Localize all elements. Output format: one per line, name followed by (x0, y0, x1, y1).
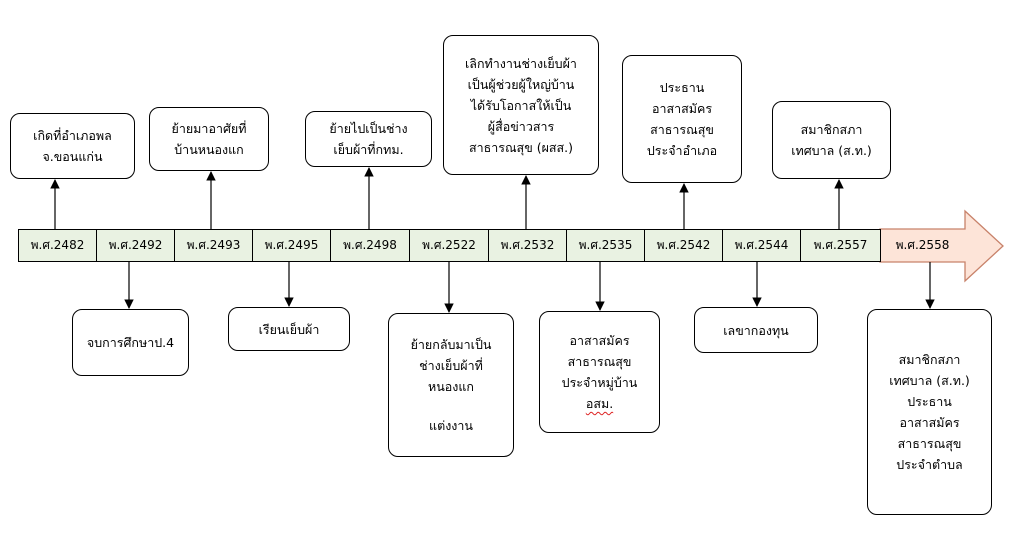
year-cell-2544: พ.ศ.2544 (722, 229, 801, 262)
event-text: อาสาสมัคร (899, 415, 960, 430)
event-text: สมาชิกสภา (800, 122, 863, 137)
event-text: เทศบาล (ส.ท.) (791, 143, 872, 158)
year-cell-2558: พ.ศ.2558 (895, 238, 950, 252)
event-box-2498: ย้ายไปเป็นช่าง เย็บผ้าที่กทม. (305, 111, 432, 167)
event-text: ย้ายมาอาศัยที่ (171, 121, 247, 136)
event-text: ประธาน (659, 80, 705, 95)
event-text: สาธารณสุข (567, 354, 632, 369)
event-text: ประจำหมู่บ้าน (561, 375, 638, 390)
event-text: ช่างเย็บผ้าที่ (419, 358, 483, 373)
event-box-2495: เรียนเย็บผ้า (228, 307, 350, 351)
event-text: ได้รับโอกาสให้เป็น (470, 97, 572, 113)
event-text: ย้ายกลับมาเป็น (410, 337, 492, 352)
event-text: หนองแก (427, 379, 475, 394)
year-cell-2557: พ.ศ.2557 (800, 229, 881, 262)
event-text: ประจำตำบล (896, 457, 963, 472)
event-text: เลิกทำงานช่างเย็บผ้า (465, 55, 577, 71)
event-box-2535: อาสาสมัคร สาธารณสุข ประจำหมู่บ้าน อสม. (539, 311, 660, 433)
event-text: อสม. (585, 396, 614, 411)
event-text: ย้ายไปเป็นช่าง (329, 121, 408, 136)
event-text: อาสาสมัคร (651, 101, 713, 116)
event-text: จ.ขอนแก่น (42, 149, 103, 164)
event-text: ประธาน (907, 394, 952, 409)
event-text: ผู้สื่อข่าวสาร (487, 118, 555, 134)
event-box-2493: ย้ายมาอาศัยที่ บ้านหนองแก (149, 107, 269, 171)
year-cell-2482: พ.ศ.2482 (18, 229, 97, 262)
event-text: สาธารณสุข (650, 122, 714, 137)
year-cell-2493: พ.ศ.2493 (174, 229, 253, 262)
event-box-2522: ย้ายกลับมาเป็น ช่างเย็บผ้าที่ หนองแก แต่… (388, 313, 514, 457)
event-box-2482: เกิดที่อำเภอพล จ.ขอนแก่น (10, 113, 135, 179)
event-box-2492: จบการศึกษาป.4 (72, 309, 189, 376)
year-cell-2532: พ.ศ.2532 (488, 229, 567, 262)
event-text: เกิดที่อำเภอพล (33, 128, 112, 143)
event-text: เย็บผ้าที่กทม. (333, 142, 404, 157)
event-text: สาธารณสุข (897, 436, 962, 451)
event-text: จบการศึกษาป.4 (86, 335, 175, 350)
year-cell-2535: พ.ศ.2535 (566, 229, 645, 262)
event-text: ประจำอำเภอ (646, 143, 718, 158)
event-text: บ้านหนองแก (174, 142, 244, 157)
event-text: เทศบาล (ส.ท.) (889, 373, 970, 388)
event-box-2544: เลขากองทุน (694, 307, 818, 353)
event-box-2542: ประธาน อาสาสมัคร สาธารณสุข ประจำอำเภอ (622, 55, 742, 183)
event-box-2557: สมาชิกสภา เทศบาล (ส.ท.) (772, 101, 891, 179)
event-text: เรียนเย็บผ้า (258, 321, 320, 337)
event-text: สมาชิกสภา (898, 352, 961, 367)
year-cell-2542: พ.ศ.2542 (644, 229, 723, 262)
year-cell-2495: พ.ศ.2495 (252, 229, 331, 262)
event-box-2532: เลิกทำงานช่างเย็บผ้า เป็นผู้ช่วยผู้ใหญ่บ… (443, 35, 599, 175)
year-cell-2492: พ.ศ.2492 (96, 229, 175, 262)
year-cell-2498: พ.ศ.2498 (330, 229, 410, 262)
timeline-arrow-head (879, 209, 1004, 283)
event-box-2558: สมาชิกสภา เทศบาล (ส.ท.) ประธาน อาสาสมัคร… (867, 309, 992, 515)
year-cell-2522: พ.ศ.2522 (409, 229, 489, 262)
event-text: อาสาสมัคร (569, 333, 630, 348)
event-text: สาธารณสุข (ผสส.) (468, 139, 574, 155)
event-text: เป็นผู้ช่วยผู้ใหญ่บ้าน (467, 76, 575, 92)
event-text: เลขากองทุน (723, 322, 789, 338)
event-text: แต่งงาน (429, 418, 473, 433)
